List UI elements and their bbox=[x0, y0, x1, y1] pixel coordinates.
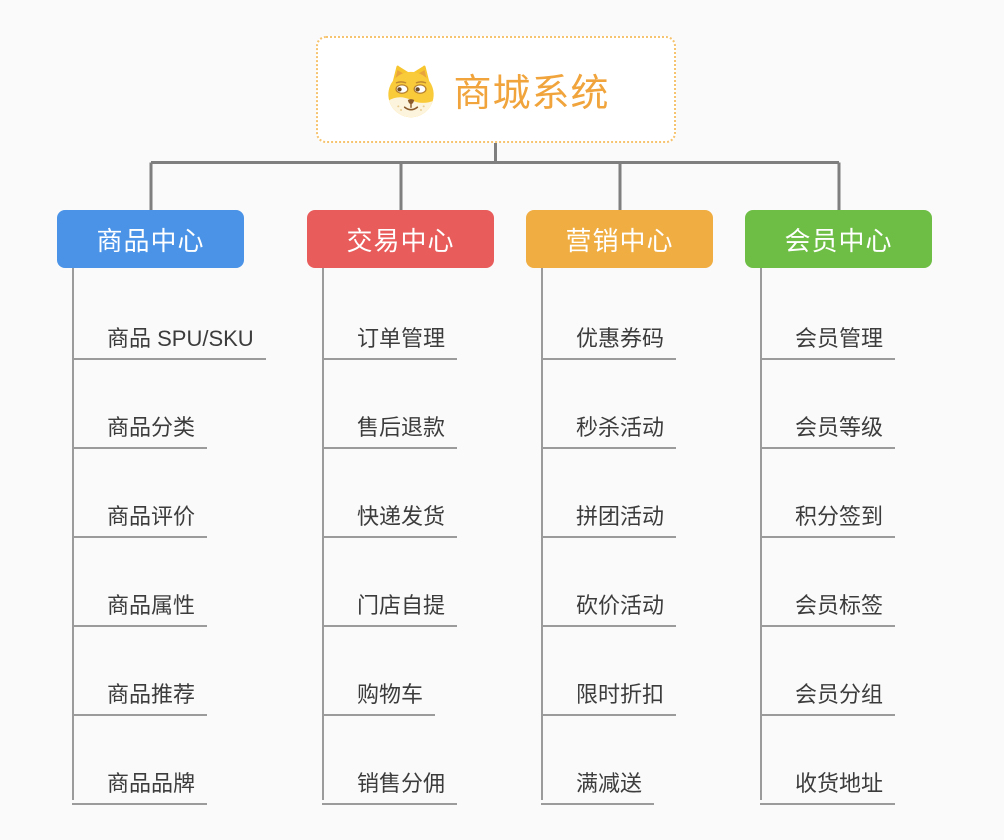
leaf-node[interactable]: 购物车 bbox=[322, 667, 436, 716]
branch-node[interactable]: 营销中心 bbox=[526, 210, 713, 268]
leaf-node[interactable]: 商品推荐 bbox=[72, 667, 208, 716]
branch-node[interactable]: 商品中心 bbox=[57, 210, 244, 268]
branch-label: 会员中心 bbox=[784, 225, 893, 256]
branch-node[interactable]: 交易中心 bbox=[307, 210, 494, 268]
leaf-node[interactable]: 商品属性 bbox=[72, 578, 208, 627]
root-node[interactable]: 商城系统 bbox=[316, 36, 676, 143]
leaf-node[interactable]: 门店自提 bbox=[322, 578, 458, 627]
leaf-node[interactable]: 秒杀活动 bbox=[541, 400, 677, 449]
branch-node[interactable]: 会员中心 bbox=[745, 210, 932, 268]
branch-trunk-line bbox=[541, 268, 543, 800]
leaf-node[interactable]: 商品品牌 bbox=[72, 756, 208, 805]
branch-label: 交易中心 bbox=[346, 225, 455, 256]
branch-label: 商品中心 bbox=[96, 225, 205, 256]
leaf-node[interactable]: 积分签到 bbox=[760, 489, 896, 538]
leaf-node[interactable]: 优惠券码 bbox=[541, 311, 677, 360]
leaf-node[interactable]: 会员等级 bbox=[760, 400, 896, 449]
leaf-node[interactable]: 订单管理 bbox=[322, 311, 458, 360]
leaf-node[interactable]: 商品 SPU/SKU bbox=[72, 311, 266, 360]
branch-trunk-line bbox=[760, 268, 762, 800]
leaf-node[interactable]: 限时折扣 bbox=[541, 667, 677, 716]
branch-trunk-line bbox=[322, 268, 324, 800]
leaf-node[interactable]: 满减送 bbox=[541, 756, 655, 805]
leaf-node[interactable]: 拼团活动 bbox=[541, 489, 677, 538]
leaf-node[interactable]: 售后退款 bbox=[322, 400, 458, 449]
leaf-node[interactable]: 会员分组 bbox=[760, 667, 896, 716]
root-title: 商城系统 bbox=[453, 73, 610, 115]
branch-trunk-line bbox=[72, 268, 74, 800]
leaf-node[interactable]: 砍价活动 bbox=[541, 578, 677, 627]
leaf-node[interactable]: 销售分佣 bbox=[322, 756, 458, 805]
leaf-node[interactable]: 商品评价 bbox=[72, 489, 208, 538]
leaf-node[interactable]: 收货地址 bbox=[760, 756, 896, 805]
leaf-node[interactable]: 会员标签 bbox=[760, 578, 896, 627]
leaf-node[interactable]: 会员管理 bbox=[760, 311, 896, 360]
leaf-node[interactable]: 快递发货 bbox=[322, 489, 458, 538]
dog-face-icon bbox=[382, 61, 440, 119]
leaf-node[interactable]: 商品分类 bbox=[72, 400, 208, 449]
branch-label: 营销中心 bbox=[565, 225, 674, 256]
